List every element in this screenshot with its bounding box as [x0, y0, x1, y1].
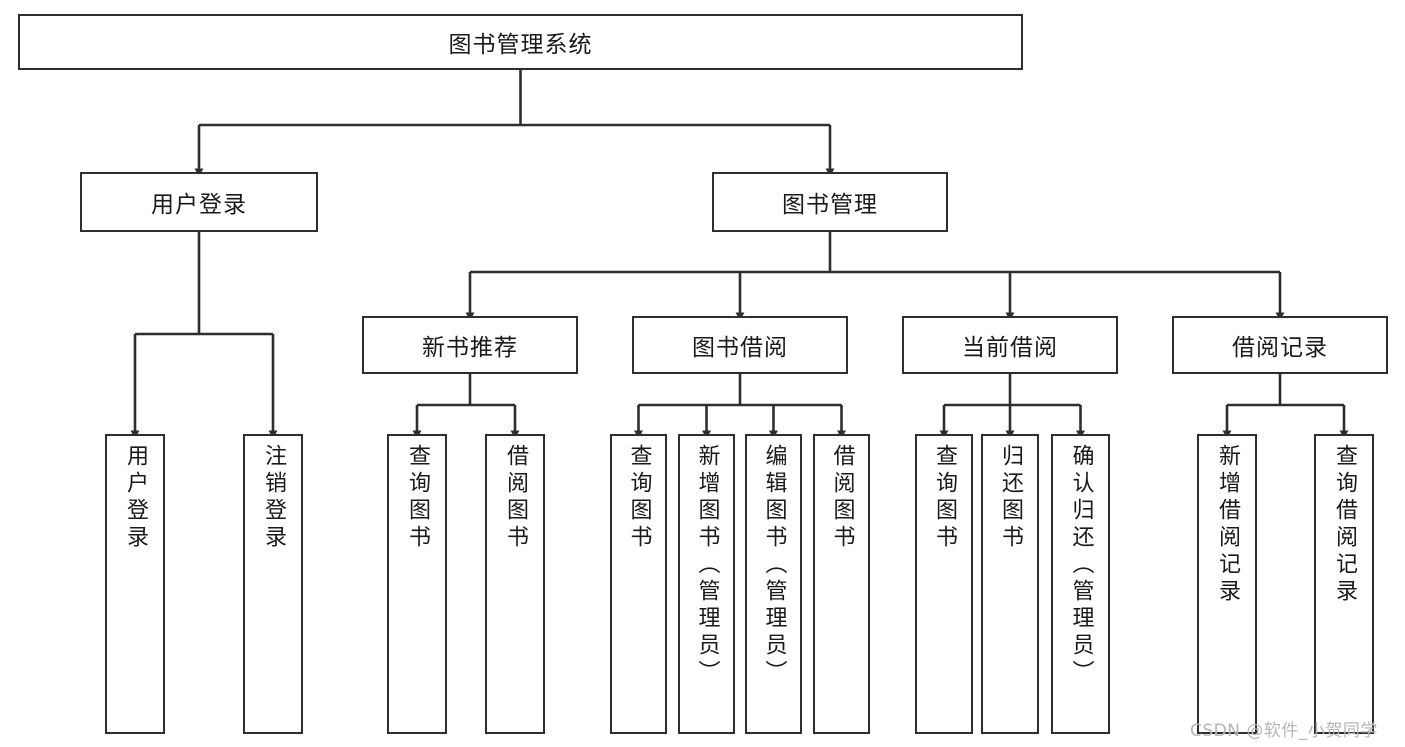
node-label: 图书管理系统 [448, 32, 593, 58]
node-book-manage[interactable]: 图书管理 [712, 172, 948, 232]
node-label: 用户登录 [151, 192, 247, 218]
node-label: 图书借阅 [692, 335, 788, 361]
node-label: 当前借阅 [962, 335, 1058, 361]
node-label: 编辑图书（管理员） [761, 444, 787, 687]
node-label: 借阅图书 [829, 444, 855, 552]
node-label: 新书推荐 [422, 335, 518, 361]
node-leaf-query-record[interactable]: 查询借阅记录 [1314, 434, 1374, 734]
node-label: 确认归还（管理员） [1068, 444, 1094, 687]
node-label: 归还图书 [998, 444, 1023, 552]
node-label: 新增图书（管理员） [694, 444, 720, 687]
node-leaf-return-book[interactable]: 归还图书 [981, 434, 1039, 734]
node-label: 查询图书 [405, 444, 430, 552]
node-leaf-add-book[interactable]: 新增图书（管理员） [678, 434, 735, 734]
node-label: 查询图书 [932, 444, 957, 552]
node-leaf-add-record[interactable]: 新增借阅记录 [1197, 434, 1257, 734]
node-current-borrow[interactable]: 当前借阅 [902, 316, 1118, 374]
node-root[interactable]: 图书管理系统 [18, 14, 1023, 70]
node-leaf-edit-book[interactable]: 编辑图书（管理员） [745, 434, 802, 734]
node-book-borrow[interactable]: 图书借阅 [632, 316, 848, 374]
node-user-login[interactable]: 用户登录 [80, 172, 318, 232]
node-label: 用户登录 [123, 444, 148, 552]
node-leaf-user-login[interactable]: 用户登录 [105, 434, 165, 734]
node-leaf-confirm-ret[interactable]: 确认归还（管理员） [1051, 434, 1110, 734]
node-leaf-user-logout[interactable]: 注销登录 [243, 434, 303, 734]
node-label: 查询图书 [626, 444, 652, 552]
node-label: 注销登录 [261, 444, 286, 552]
node-new-book-rec[interactable]: 新书推荐 [362, 316, 578, 374]
node-label: 查询借阅记录 [1332, 444, 1357, 606]
node-leaf-query-book-1[interactable]: 查询图书 [387, 434, 447, 734]
node-label: 新增借阅记录 [1215, 444, 1240, 606]
csdn-watermark: CSDN @软件_小贺同学 [1190, 721, 1378, 741]
node-leaf-query-book-3[interactable]: 查询图书 [915, 434, 973, 734]
node-label: 借阅记录 [1232, 335, 1328, 361]
node-leaf-query-book-2[interactable]: 查询图书 [610, 434, 667, 734]
node-leaf-borrow-book-1[interactable]: 借阅图书 [485, 434, 545, 734]
node-label: 借阅图书 [503, 444, 528, 552]
node-leaf-borrow-book-2[interactable]: 借阅图书 [813, 434, 870, 734]
node-label: 图书管理 [782, 192, 878, 218]
node-borrow-record[interactable]: 借阅记录 [1172, 316, 1388, 374]
